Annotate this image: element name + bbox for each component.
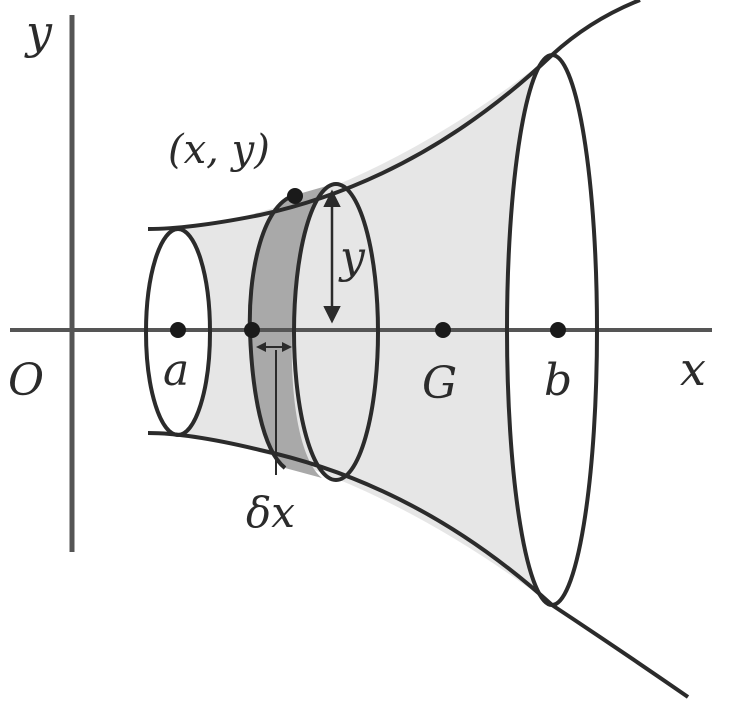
slice-front-face <box>292 182 380 482</box>
radius-label: y <box>338 232 366 283</box>
end-cap-a <box>144 227 212 437</box>
point-b-label: b <box>544 355 572 406</box>
point-G-label: G <box>422 358 457 409</box>
point-a-label: a <box>163 345 189 396</box>
origin-label: O <box>8 355 44 406</box>
point-xy-label: (x, y) <box>168 127 270 173</box>
upper-curve <box>147 0 641 231</box>
x-axis-label: x <box>680 342 706 396</box>
y-axis-label: y <box>24 5 53 59</box>
end-cap-b <box>505 53 599 607</box>
point-a <box>170 322 186 338</box>
point-G <box>435 322 451 338</box>
point-xy <box>287 188 303 204</box>
point-slice-axis <box>244 322 260 338</box>
lower-curve <box>147 431 690 699</box>
point-b <box>550 322 566 338</box>
slice-width-label: δx <box>246 488 295 537</box>
